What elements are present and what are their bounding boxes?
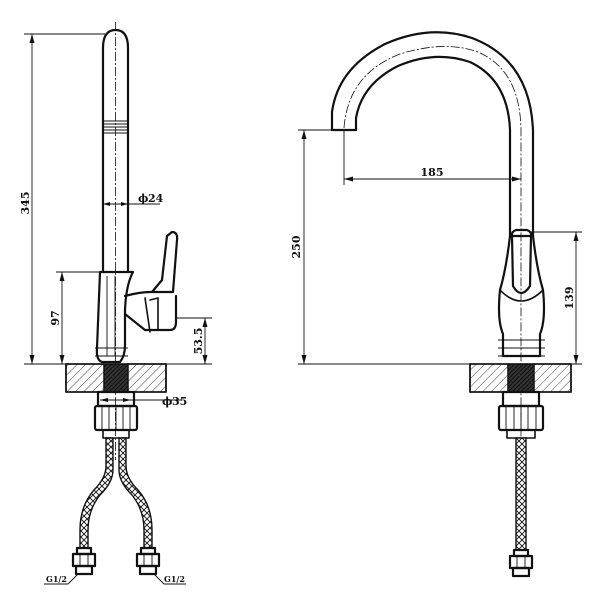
side-connector-right: G1/2 [135, 546, 186, 585]
dimension-139: 139 [530, 231, 582, 365]
front-connector [508, 548, 534, 578]
dimension-label-139: 139 [563, 287, 576, 310]
side-handle [123, 230, 179, 333]
dimension-label-53-5: 53.5 [192, 328, 205, 355]
dimension-97: 97 [49, 271, 102, 364]
side-mounting-nut [93, 390, 139, 439]
dimension-250: 250 [290, 129, 470, 365]
front-countertop [469, 363, 572, 393]
dimension-diameter-symbol: ϕ [138, 192, 148, 205]
front-view: 250 185 139 [290, 31, 582, 578]
dimension-185: 185 [343, 130, 521, 185]
dimension-diameter-35: ϕ 35 [100, 395, 187, 408]
dimension-label-24: 24 [148, 192, 164, 205]
dimension-label-250: 250 [290, 235, 303, 258]
side-countertop [65, 363, 167, 393]
front-body [497, 228, 546, 358]
dimension-diameter-24: ϕ 24 [103, 192, 164, 206]
connector-label-right: G1/2 [164, 574, 185, 584]
dimension-label-97: 97 [49, 310, 62, 325]
front-mounting-nut [497, 390, 545, 439]
dimension-diameter-symbol-35: ϕ [162, 395, 172, 408]
dimension-label-345: 345 [19, 192, 32, 215]
front-hose [515, 437, 527, 551]
side-body [95, 270, 135, 364]
side-view: 345 ϕ 24 [19, 22, 212, 585]
dimension-label-185: 185 [421, 166, 444, 179]
side-spout-tube [101, 22, 130, 460]
side-connector-left: G1/2 [44, 546, 97, 585]
connector-label-left: G1/2 [46, 574, 67, 584]
dimension-label-35: 35 [172, 395, 187, 408]
side-hoses [79, 437, 153, 549]
dimension-53-5: 53.5 [166, 317, 212, 365]
dimension-345: 345 [19, 33, 105, 365]
